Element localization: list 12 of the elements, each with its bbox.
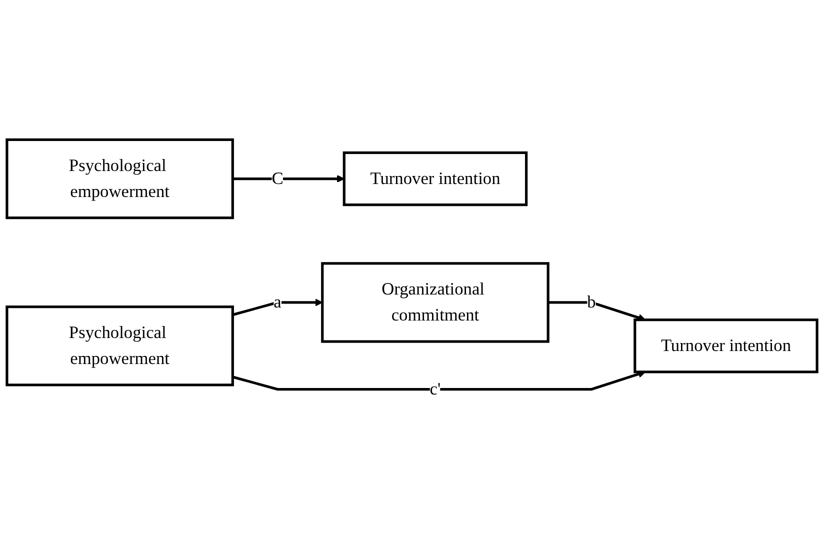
edge-label: C (272, 169, 284, 188)
node-box: Psychological empowerment (6, 138, 234, 220)
edge-label: a (274, 292, 282, 312)
arrow (232, 174, 344, 183)
node-box: Turnover intention (342, 151, 528, 206)
arrow (232, 370, 646, 391)
node-box: Psychological empowerment (6, 306, 234, 386)
edge-label: b (587, 292, 596, 312)
node-box: Turnover intention (634, 318, 818, 374)
edge-label: c' (430, 380, 441, 399)
arrow (232, 298, 323, 316)
node-box: Organizational commitment (321, 262, 550, 343)
